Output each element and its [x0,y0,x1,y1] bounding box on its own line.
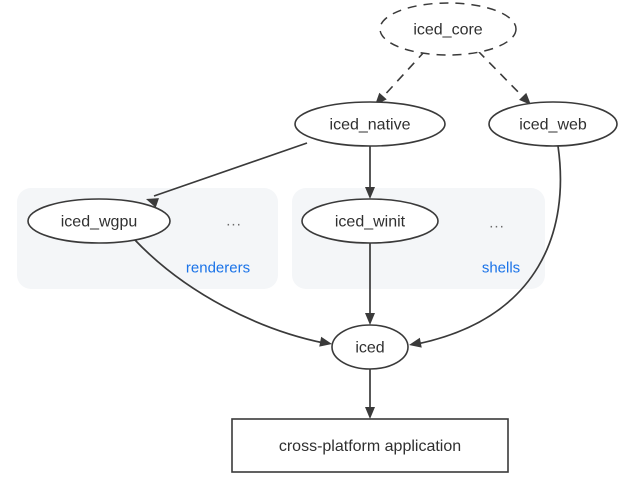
cluster-label-shells: shells [482,260,520,277]
node-label-iced: iced [355,340,384,357]
ellipsis-marker-layer: ...... [226,213,505,232]
ellipsis-marker-renderers-more: ... [226,213,242,230]
arrow-head-native-to-wgpu [146,198,159,208]
arrow-head-iced-to-application [365,407,375,419]
edge-core-to-web [477,50,531,105]
edge-layer [133,50,562,419]
arrow-head-core-to-web [519,92,531,105]
edge-winit-to-iced [365,243,375,325]
node-iced_winit[interactable]: iced_winit [301,198,439,244]
node-shape-iced_web[interactable] [488,101,618,147]
node-shape-iced[interactable] [331,324,409,370]
arrow-head-native-to-winit [365,187,375,199]
arrow-head-wgpu-to-iced [319,336,332,347]
edge-line-core-to-web [477,50,526,100]
edge-core-to-native [375,50,426,105]
edge-native-to-wgpu [146,142,308,208]
edge-line-core-to-native [380,50,426,100]
ellipsis-marker-shells-more: ... [489,215,505,232]
node-iced[interactable]: iced [331,324,409,370]
node-shape-iced_native[interactable] [294,101,446,147]
edge-line-native-to-wgpu [153,142,308,197]
edge-iced-to-application [365,369,375,419]
node-iced_wgpu[interactable]: iced_wgpu [27,198,171,244]
node-shape-cross_platform_application[interactable] [231,418,509,473]
node-shape-iced_wgpu[interactable] [27,198,171,244]
node-label-iced_native: iced_native [330,117,411,134]
node-iced_web[interactable]: iced_web [488,101,618,147]
node-shape-iced_core[interactable] [379,2,517,56]
node-cross_platform_application[interactable]: cross-platform application [231,418,509,473]
edge-wgpu-to-iced [133,238,332,347]
node-iced_core[interactable]: iced_core [379,2,517,56]
node-iced_native[interactable]: iced_native [294,101,446,147]
node-label-cross_platform_application: cross-platform application [279,438,461,455]
cluster-label-renderers: renderers [186,260,250,277]
node-label-iced_winit: iced_winit [335,214,406,231]
edge-web-to-iced [409,145,562,348]
node-shape-iced_winit[interactable] [301,198,439,244]
node-label-iced_web: iced_web [519,117,587,134]
arrow-head-winit-to-iced [365,313,375,325]
edge-native-to-winit [365,146,375,199]
arrow-head-web-to-iced [409,337,422,348]
node-label-iced_core: iced_core [413,22,482,39]
edge-line-wgpu-to-iced [133,238,325,344]
node-label-iced_wgpu: iced_wgpu [61,214,138,231]
edge-line-web-to-iced [416,145,562,345]
